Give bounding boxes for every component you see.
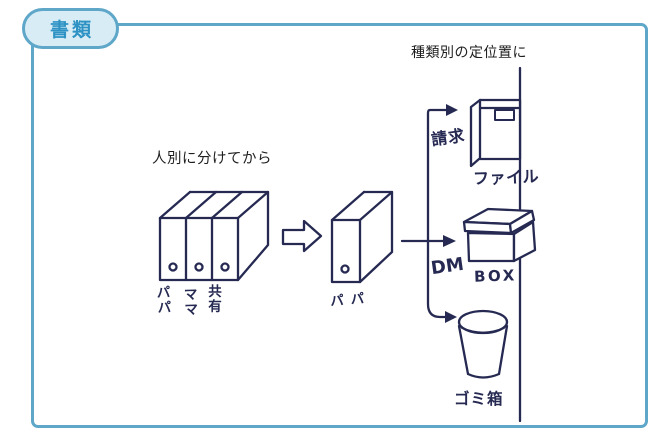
invoice-container-label: ファイル <box>472 166 540 189</box>
dm-arrowhead-icon <box>443 235 456 247</box>
shelf-box-label-papa: パ パ <box>156 284 172 317</box>
single-box-label: パパ <box>329 290 372 310</box>
dm-container-label: BOX <box>473 266 518 286</box>
papa-file-box-icon <box>330 190 394 284</box>
trash-bin-icon <box>457 309 509 379</box>
trash-arrowhead-icon <box>445 311 457 323</box>
block-arrow-icon <box>281 219 323 253</box>
file-shelf-boxes-icon <box>158 190 270 282</box>
trash-container-label: ゴミ箱 <box>454 390 504 408</box>
caption-sort-by-type: 種類別の定位置に <box>411 45 527 61</box>
caption-sort-by-person: 人別に分けてから <box>152 151 272 167</box>
binder-file-icon <box>469 98 522 168</box>
shelf-box-label-mama: マ マ <box>183 286 199 319</box>
shelf-box-label-shared: 共 有 <box>208 284 222 315</box>
section-badge-label: 書類 <box>49 19 94 41</box>
storage-box-icon <box>462 207 537 263</box>
branch-arrows <box>400 104 458 323</box>
section-badge: 書類 <box>22 8 119 49</box>
invoice-arrowhead-icon <box>446 104 458 116</box>
invoice-arrow-label: 請求 <box>430 125 467 150</box>
